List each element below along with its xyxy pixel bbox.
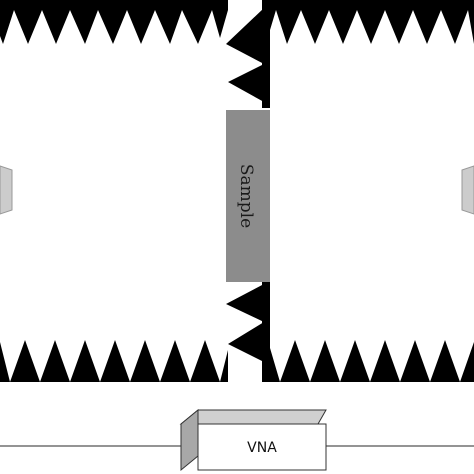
horn-antenna-right-shape — [461, 165, 474, 215]
sample-label: Sample — [236, 164, 256, 228]
sample-slab — [226, 110, 270, 282]
vna-box-top — [179, 409, 327, 425]
horn-antenna-right — [461, 165, 474, 215]
horn-antenna-left-shape — [0, 165, 13, 215]
absorber-bottom-right — [270, 340, 474, 382]
horn-antenna-left — [0, 165, 13, 215]
vna-label: VNA — [247, 440, 277, 456]
absorber-top-right — [270, 0, 474, 44]
partition-lower-wedges — [226, 284, 264, 362]
partition-upper-block — [262, 0, 270, 108]
partition-wall: Sample — [226, 0, 270, 382]
absorber-top-left — [0, 0, 228, 44]
vna-box: VNA — [179, 408, 327, 472]
absorber-bottom-wall — [0, 340, 474, 382]
absorber-top-wall — [0, 0, 474, 44]
absorber-bottom-left — [0, 340, 228, 382]
vna-box-front — [197, 423, 327, 471]
vna-box-side — [180, 408, 199, 472]
partition-upper-wedges — [226, 8, 264, 102]
partition-lower-block — [262, 282, 270, 382]
